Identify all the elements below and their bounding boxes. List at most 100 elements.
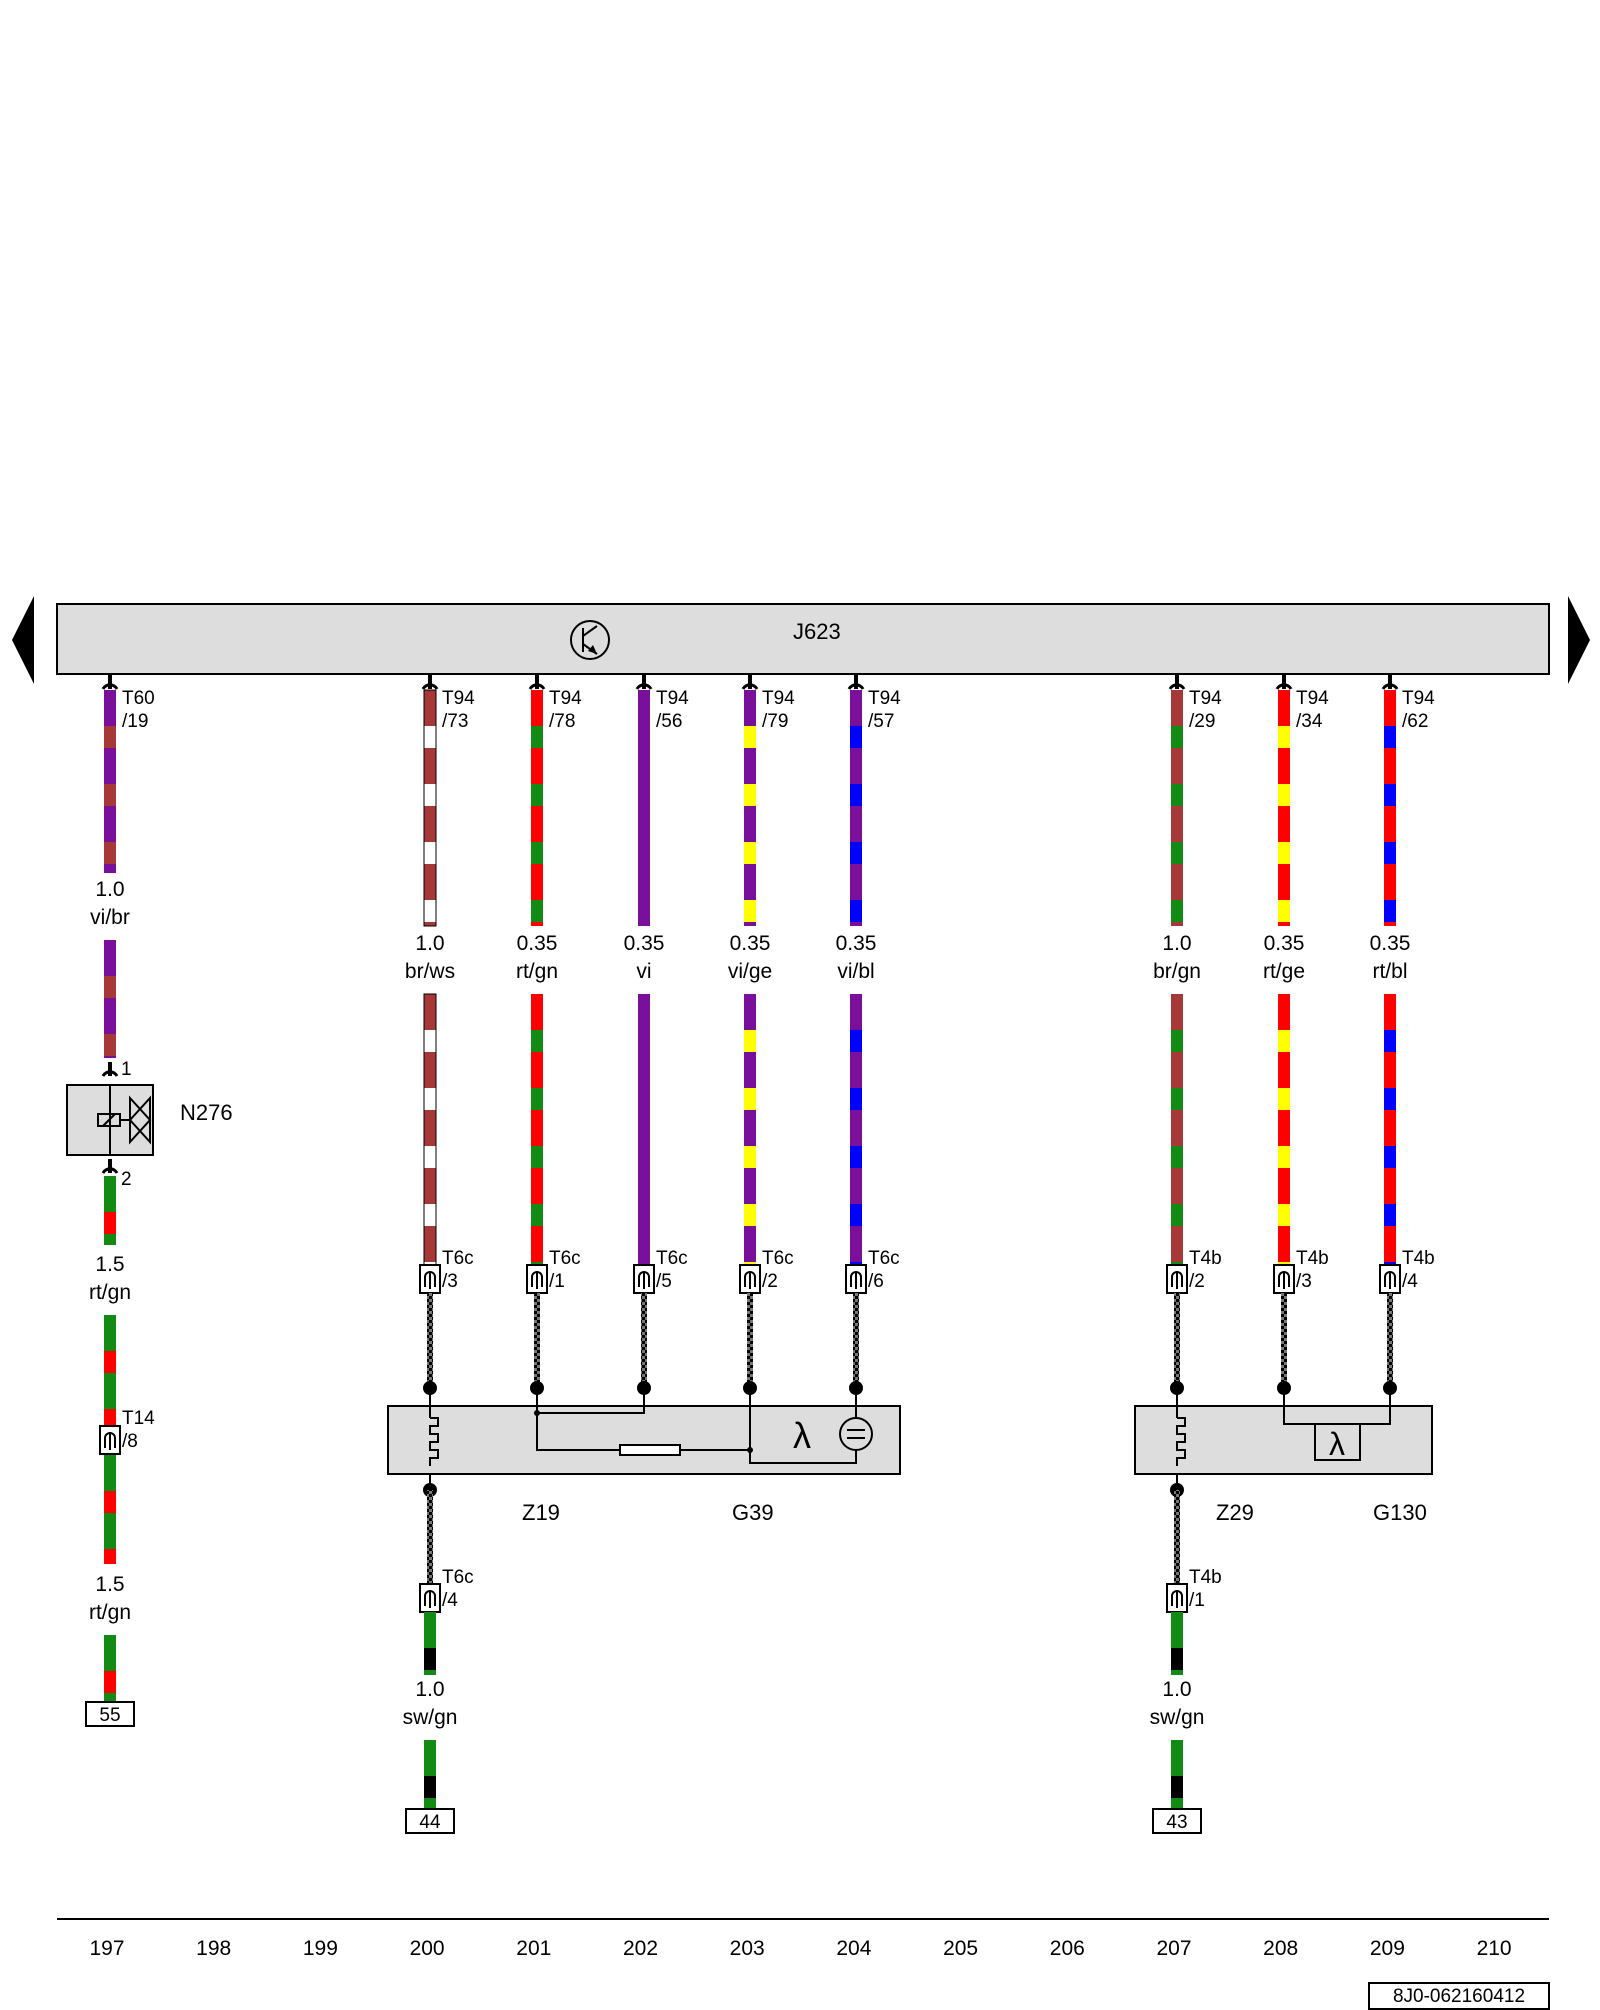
wire-segment-upper xyxy=(104,690,116,873)
ground-wire-size: 1.0 xyxy=(1162,1678,1191,1701)
shielded-lead xyxy=(534,1293,540,1388)
top-pin-connector: T94 xyxy=(868,688,901,709)
top-pin-connector: T94 xyxy=(549,688,582,709)
valve-connector-pin-connector: T14 xyxy=(122,1408,155,1429)
bottom-pin-connector: T6c xyxy=(868,1248,900,1269)
ground-wire-lower xyxy=(1171,1740,1183,1809)
wire-segment-upper xyxy=(850,690,862,926)
wire-color: vi/bl xyxy=(837,960,874,983)
ground-point-43: 43 xyxy=(1152,1808,1202,1834)
wire-size: 0.35 xyxy=(1370,932,1411,955)
control-unit-j623: J623 xyxy=(56,603,1550,675)
wire-size: 1.0 xyxy=(95,878,124,901)
track-number: 201 xyxy=(516,1937,551,1960)
ground-connector xyxy=(1166,1583,1188,1613)
valve-connector xyxy=(99,1425,121,1455)
ground-wire-upper xyxy=(424,1612,436,1675)
wire-color: rt/gn xyxy=(516,960,558,983)
shielded-lead xyxy=(853,1293,859,1388)
ground-connector-pin-pin: /4 xyxy=(442,1590,458,1611)
top-pin-connector: T94 xyxy=(762,688,795,709)
wire-segment-upper xyxy=(744,690,756,926)
connector-pin xyxy=(845,1264,867,1294)
ground-connector-pin-pin: /1 xyxy=(1189,1590,1205,1611)
connector-pin xyxy=(739,1264,761,1294)
valve-wire-1 xyxy=(104,1176,116,1245)
valve-wire-color-1: rt/gn xyxy=(89,1281,131,1304)
ground-point-55-label: 55 xyxy=(99,1705,120,1726)
wire-size: 0.35 xyxy=(836,932,877,955)
ground-wire-lower xyxy=(424,1740,436,1809)
bottom-pin-pin: /2 xyxy=(1189,1271,1205,1292)
bottom-pin-pin: /6 xyxy=(868,1271,884,1292)
top-pin-connector: T94 xyxy=(1296,688,1329,709)
wire-segment-upper xyxy=(638,690,650,926)
triangle-left-icon[interactable] xyxy=(12,596,34,684)
shielded-lead xyxy=(1174,1490,1180,1584)
wire-segment-lower xyxy=(1171,994,1183,1265)
modules: 1N27621.5rt/gnT14/81.5rt/gn55λT6c/41.0sw… xyxy=(66,1059,1433,1834)
heater-label: Z19 xyxy=(522,1500,560,1525)
track-number: 209 xyxy=(1370,1937,1405,1960)
document-reference: 8J0-062160412 xyxy=(1368,1982,1550,2010)
top-pin-connector: T94 xyxy=(1189,688,1222,709)
track-number: 200 xyxy=(410,1937,445,1960)
bottom-pin-pin: /3 xyxy=(1296,1271,1312,1292)
track-number: 206 xyxy=(1050,1937,1085,1960)
valve-wire-color-2: rt/gn xyxy=(89,1601,131,1624)
wire-segment-lower xyxy=(104,940,116,1058)
shielded-lead xyxy=(427,1293,433,1388)
bottom-pin-connector: T6c xyxy=(442,1248,474,1269)
top-pin-connector: T94 xyxy=(656,688,689,709)
wire-segment-upper xyxy=(423,689,437,927)
valve-connector-pin-pin: /8 xyxy=(122,1431,138,1452)
wire-segment-lower xyxy=(531,994,543,1265)
ground-connector-pin-connector: T6c xyxy=(442,1567,474,1588)
valve-wire-3 xyxy=(104,1455,116,1564)
track-number: 203 xyxy=(730,1937,765,1960)
top-pin-pin: /78 xyxy=(549,711,575,732)
shielded-lead xyxy=(1387,1293,1393,1388)
connector-pin xyxy=(419,1264,441,1294)
top-pin-pin: /19 xyxy=(122,711,148,732)
triangle-right-icon[interactable] xyxy=(1568,596,1590,684)
bottom-pin-connector: T4b xyxy=(1189,1248,1222,1269)
connector-pin xyxy=(1273,1264,1295,1294)
wire-segment-lower xyxy=(1384,994,1396,1265)
wire-segment-lower xyxy=(638,994,650,1265)
top-pin-pin: /57 xyxy=(868,711,894,732)
wire-segment-upper xyxy=(1171,690,1183,926)
valve-wire-size-1: 1.5 xyxy=(95,1253,124,1276)
solenoid-valve-icon xyxy=(97,1085,152,1155)
heater-label: Z29 xyxy=(1216,1500,1254,1525)
connector-pin xyxy=(526,1264,548,1294)
wire-color: vi/ge xyxy=(728,960,772,983)
shielded-lead xyxy=(1174,1293,1180,1388)
ground-connector xyxy=(419,1583,441,1613)
control-unit-label: J623 xyxy=(793,619,841,644)
ground-wire-size: 1.0 xyxy=(415,1678,444,1701)
resistor xyxy=(619,1444,681,1456)
ground-point-55: 55 xyxy=(85,1701,135,1727)
wire-color: vi xyxy=(636,960,651,983)
bottom-pin-connector: T4b xyxy=(1296,1248,1329,1269)
valve-pin-in-label: 1 xyxy=(121,1059,132,1080)
valve-wire-size-2: 1.5 xyxy=(95,1573,124,1596)
wire-197: T60/191.0vi/br xyxy=(90,675,155,1058)
track-number: 197 xyxy=(89,1937,124,1960)
connector-pin xyxy=(633,1264,655,1294)
wire-size: 0.35 xyxy=(624,932,665,955)
ground-point-44-label: 44 xyxy=(419,1812,441,1833)
bottom-pin-pin: /2 xyxy=(762,1271,778,1292)
valve-pin-out-label: 2 xyxy=(121,1169,132,1190)
bottom-pin-connector: T6c xyxy=(549,1248,581,1269)
top-pin-pin: /73 xyxy=(442,711,468,732)
